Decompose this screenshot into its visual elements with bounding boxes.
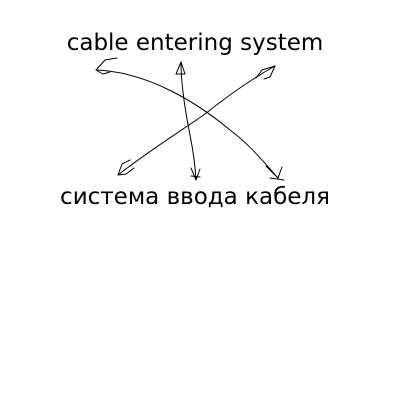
russian-label: система ввода кабеля bbox=[60, 184, 330, 210]
arrow-upper-right-to-lower-left-shaft bbox=[117, 65, 276, 176]
arrow-vertical-shaft bbox=[180, 61, 197, 181]
arrow-upper-left-to-lower-right-shaft bbox=[95, 69, 279, 179]
arrow-bottom-head bbox=[190, 167, 201, 181]
arrow-lower-left-head bbox=[117, 159, 135, 176]
english-label: cable entering system bbox=[66, 30, 324, 56]
arrow-upper-right-head bbox=[255, 65, 276, 80]
arrow-upper-left-head bbox=[95, 57, 118, 75]
arrow-top-head bbox=[175, 61, 186, 75]
arrow-lower-right-head bbox=[265, 165, 285, 181]
